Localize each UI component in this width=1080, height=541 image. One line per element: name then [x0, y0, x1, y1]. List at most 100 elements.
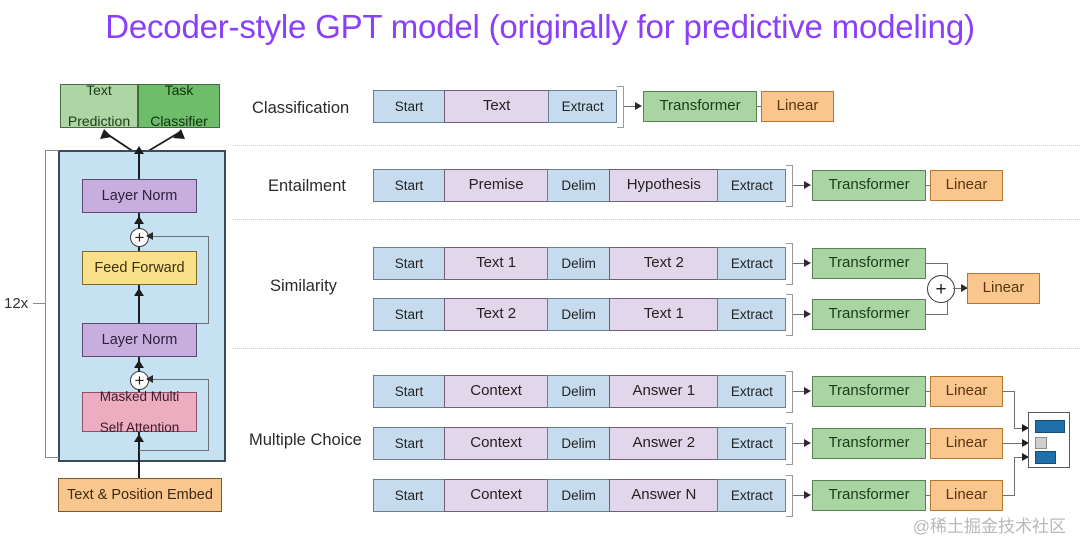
residual-line-bottom-v: [208, 379, 210, 451]
token-label: Answer 2: [632, 434, 696, 452]
arrow-mc-1-to-transformer: [804, 387, 811, 395]
token-label: Start: [394, 435, 424, 451]
linear-similarity: Linear: [967, 273, 1040, 304]
line-mc-1-to-softmax-v: [1014, 391, 1016, 429]
token-label: Extract: [730, 435, 773, 451]
token-label: Text 1: [643, 305, 684, 323]
arrow-into-feed-forward: [134, 288, 144, 296]
token-label: Delim: [561, 255, 596, 271]
token-multiple-choice-2-3: Delim: [547, 427, 611, 460]
token-label: Context: [470, 486, 522, 504]
token-multiple-choice-2-5: Extract: [717, 427, 787, 460]
transformer-mc-3-label: Transformer: [828, 486, 910, 504]
transformer-similarity-1-label: Transformer: [828, 254, 910, 272]
transformer-similarity-2-label: Transformer: [828, 305, 910, 323]
separator-3: [233, 348, 1080, 350]
linear-classification: Linear: [761, 91, 834, 122]
similarity-add-symbol: +: [935, 278, 947, 300]
block-layer-norm-bottom-label: Layer Norm: [101, 331, 178, 348]
arrow-similarity-2-to-transformer: [804, 310, 811, 318]
separator-1: [233, 145, 1080, 147]
bracket-similarity-1: [786, 243, 793, 285]
token-label: Text 1: [476, 254, 517, 272]
task-label-multiple-choice: Multiple Choice: [249, 431, 362, 449]
token-label: Extract: [730, 383, 773, 399]
token-label: Answer 1: [632, 382, 696, 400]
repeat-label: 12x: [4, 295, 29, 312]
residual-add-bottom-symbol: +: [134, 371, 145, 390]
token-classification-1-3: Extract: [548, 90, 618, 123]
watermark: @稀土掘金技术社区: [912, 517, 1066, 536]
token-entailment-1-4: Hypothesis: [608, 169, 719, 202]
token-similarity-2-1: Start: [373, 298, 445, 331]
token-similarity-2-5: Extract: [717, 298, 787, 331]
transformer-multiple-choice-3: Transformer: [812, 480, 926, 511]
bracket-classification: [617, 86, 624, 128]
linear-mc-3-label: Linear: [945, 486, 988, 504]
transformer-similarity-1: Transformer: [812, 248, 926, 279]
token-multiple-choice-1-2: Context: [443, 375, 549, 408]
head-text-prediction-line1: Text: [86, 81, 112, 98]
line-similarity-1-merge-h: [926, 263, 948, 265]
token-label: Context: [470, 382, 522, 400]
softmax-bar-3: [1035, 451, 1056, 464]
head-text-prediction: Text Prediction: [60, 81, 138, 129]
token-label: Extract: [730, 306, 773, 322]
line-similarity-1-to-transformer: [793, 263, 809, 265]
softmax-bar-2: [1035, 437, 1047, 449]
linear-multiple-choice-1: Linear: [930, 376, 1003, 407]
residual-line-bottom-h: [147, 379, 209, 381]
arrow-mc-3-to-transformer: [804, 491, 811, 499]
line-mc-3-to-softmax-h: [1003, 495, 1015, 497]
token-label: Extract: [730, 487, 773, 503]
embed-to-stack-line: [138, 458, 140, 483]
arrow-similarity-1-to-transformer: [804, 259, 811, 267]
transformer-similarity-2: Transformer: [812, 299, 926, 330]
token-label: Start: [394, 177, 424, 193]
token-label: Text 2: [643, 254, 684, 272]
linear-similarity-label: Linear: [982, 279, 1025, 297]
line-mc-1-to-softmax-h: [1003, 391, 1015, 393]
arrow-mc-3-into-softmax: [1022, 453, 1029, 461]
task-label-similarity: Similarity: [270, 277, 337, 295]
line-mc-3-to-softmax-v: [1014, 457, 1016, 496]
token-label: Extract: [730, 177, 773, 193]
token-label: Text 2: [476, 305, 517, 323]
token-multiple-choice-2-4: Answer 2: [608, 427, 719, 460]
token-multiple-choice-3-4: Answer N: [608, 479, 719, 512]
bracket-multiple-choice-1: [786, 371, 793, 413]
token-entailment-1-5: Extract: [717, 169, 787, 202]
transformer-mc-2-label: Transformer: [828, 434, 910, 452]
token-multiple-choice-3-1: Start: [373, 479, 445, 512]
token-multiple-choice-3-3: Delim: [547, 479, 611, 512]
token-label: Start: [394, 255, 424, 271]
transformer-classification: Transformer: [643, 91, 757, 122]
block-layer-norm-top: Layer Norm: [82, 179, 197, 213]
linear-entailment-label: Linear: [945, 176, 988, 194]
repeat-bracket-tick: [33, 303, 46, 305]
token-label: Text: [482, 97, 511, 115]
line-mc-3-to-softmax-in: [1014, 457, 1028, 459]
block-layer-norm-bottom: Layer Norm: [82, 323, 197, 357]
linear-classification-label: Linear: [776, 97, 819, 115]
linear-mc-1-label: Linear: [945, 382, 988, 400]
arrow-mc-2-to-transformer: [804, 439, 811, 447]
token-multiple-choice-1-3: Delim: [547, 375, 611, 408]
block-feed-forward: Feed Forward: [82, 251, 197, 285]
token-label: Hypothesis: [626, 176, 701, 194]
residual-arrow-bottom: [146, 375, 153, 383]
stack-top-arrowhead: [134, 146, 144, 154]
token-similarity-1-4: Text 2: [608, 247, 719, 280]
transformer-entailment-label: Transformer: [828, 176, 910, 194]
linear-multiple-choice-2: Linear: [930, 428, 1003, 459]
token-multiple-choice-2-1: Start: [373, 427, 445, 460]
token-similarity-1-3: Delim: [547, 247, 611, 280]
block-feed-forward-label: Feed Forward: [94, 259, 185, 276]
